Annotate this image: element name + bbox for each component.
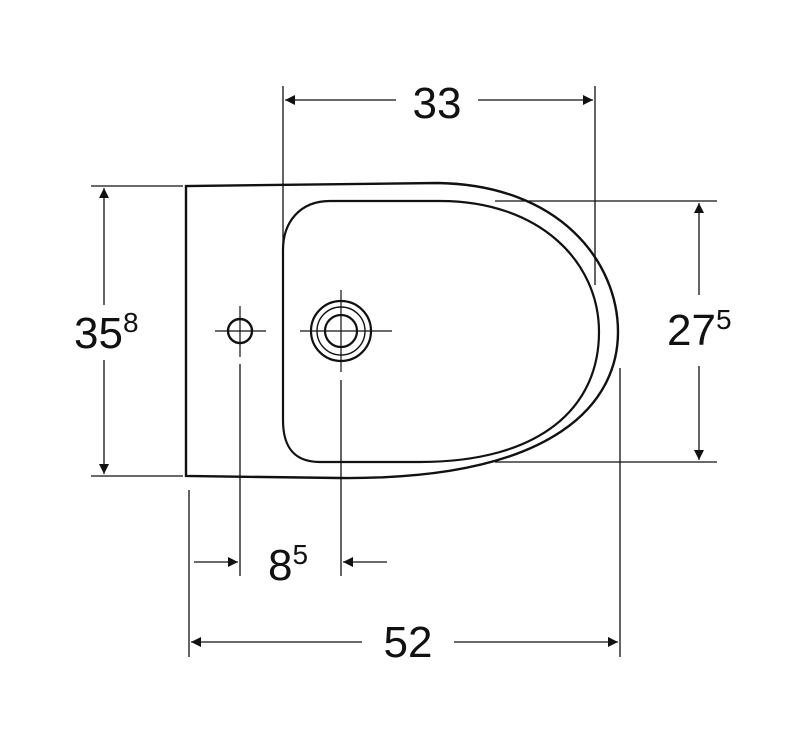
extension-lines xyxy=(91,86,717,657)
dim-label-top-width: 33 xyxy=(413,79,462,128)
inner-bowl-outline xyxy=(281,199,601,464)
dim-label-inner-depth: 275 xyxy=(667,304,732,355)
dimension-lines xyxy=(99,95,704,647)
outer-bowl-outline xyxy=(184,181,620,480)
dim-label-overall-depth: 358 xyxy=(74,307,139,358)
dim-label-hole-spacing: 85 xyxy=(268,539,308,590)
dim-label-overall-width: 52 xyxy=(384,618,433,667)
